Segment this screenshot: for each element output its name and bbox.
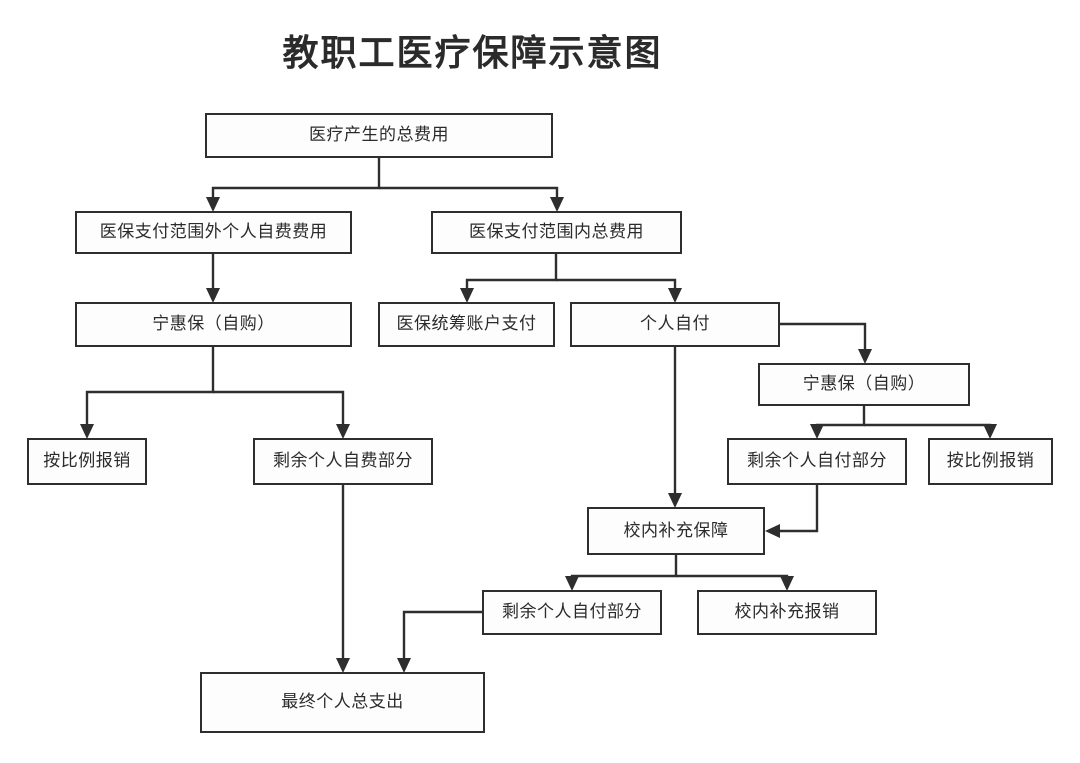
edge-remaining-personal2-to-final bbox=[397, 610, 482, 673]
node-proportional-reimburse-right[interactable]: 按比例报销 bbox=[928, 438, 1053, 485]
node-label: 医保统筹账户支付 bbox=[396, 314, 537, 334]
node-final-total-expense[interactable]: 最终个人总支出 bbox=[200, 672, 485, 733]
node-label: 宁惠保（自购） bbox=[152, 314, 275, 334]
node-ninghuibao-left[interactable]: 宁惠保（自购） bbox=[75, 302, 352, 347]
node-label: 医保支付范围内总费用 bbox=[469, 222, 644, 242]
edge-ninghuibao-right-split bbox=[810, 406, 997, 439]
edge-inscope-split bbox=[460, 254, 682, 303]
node-ninghuibao-right[interactable]: 宁惠保（自购） bbox=[758, 363, 970, 406]
node-remaining-self-pay[interactable]: 剩余个人自费部分 bbox=[253, 438, 433, 485]
node-personal-payment[interactable]: 个人自付 bbox=[570, 302, 780, 347]
page-title: 教职工医疗保障示意图 bbox=[282, 32, 663, 73]
node-campus-supplement[interactable]: 校内补充保障 bbox=[587, 507, 765, 555]
node-label: 按比例报销 bbox=[43, 451, 131, 471]
edge-remaining-selfpay-to-final bbox=[336, 485, 350, 673]
node-remaining-personal-payment-1[interactable]: 剩余个人自付部分 bbox=[727, 438, 907, 485]
edge-remaining-personal-to-campus-supplement bbox=[765, 485, 819, 538]
node-out-of-scope-self-pay[interactable]: 医保支付范围外个人自费费用 bbox=[75, 211, 352, 254]
node-label: 剩余个人自费部分 bbox=[273, 451, 413, 471]
node-proportional-reimburse-left[interactable]: 按比例报销 bbox=[27, 438, 147, 485]
edge-personal-to-ninghuibao-right bbox=[780, 322, 872, 364]
edge-ninghuibao-left-split bbox=[80, 347, 350, 439]
node-label: 医疗产生的总费用 bbox=[309, 125, 449, 145]
node-remaining-personal-payment-2[interactable]: 剩余个人自付部分 bbox=[482, 590, 662, 635]
node-label: 校内补充保障 bbox=[623, 520, 729, 540]
node-label: 校内补充报销 bbox=[734, 602, 840, 622]
node-label: 医保支付范围外个人自费费用 bbox=[99, 222, 328, 242]
node-label: 剩余个人自付部分 bbox=[502, 602, 642, 622]
node-in-scope-total[interactable]: 医保支付范围内总费用 bbox=[431, 211, 682, 254]
edge-outofscope-to-ninghuibao bbox=[206, 254, 220, 303]
node-campus-reimburse[interactable]: 校内补充报销 bbox=[697, 590, 877, 635]
edge-campus-supplement-split bbox=[565, 555, 794, 591]
node-label: 按比例报销 bbox=[946, 451, 1035, 471]
node-total-cost[interactable]: 医疗产生的总费用 bbox=[205, 113, 553, 158]
node-label: 剩余个人自付部分 bbox=[747, 451, 887, 471]
node-pooled-account-pay[interactable]: 医保统筹账户支付 bbox=[378, 302, 555, 347]
edge-personal-to-campus-supplement bbox=[668, 347, 682, 508]
node-label: 最终个人总支出 bbox=[281, 692, 404, 712]
edge-total-cost-split bbox=[206, 158, 564, 212]
node-label: 个人自付 bbox=[640, 314, 710, 334]
node-label: 宁惠保（自购） bbox=[802, 374, 926, 394]
